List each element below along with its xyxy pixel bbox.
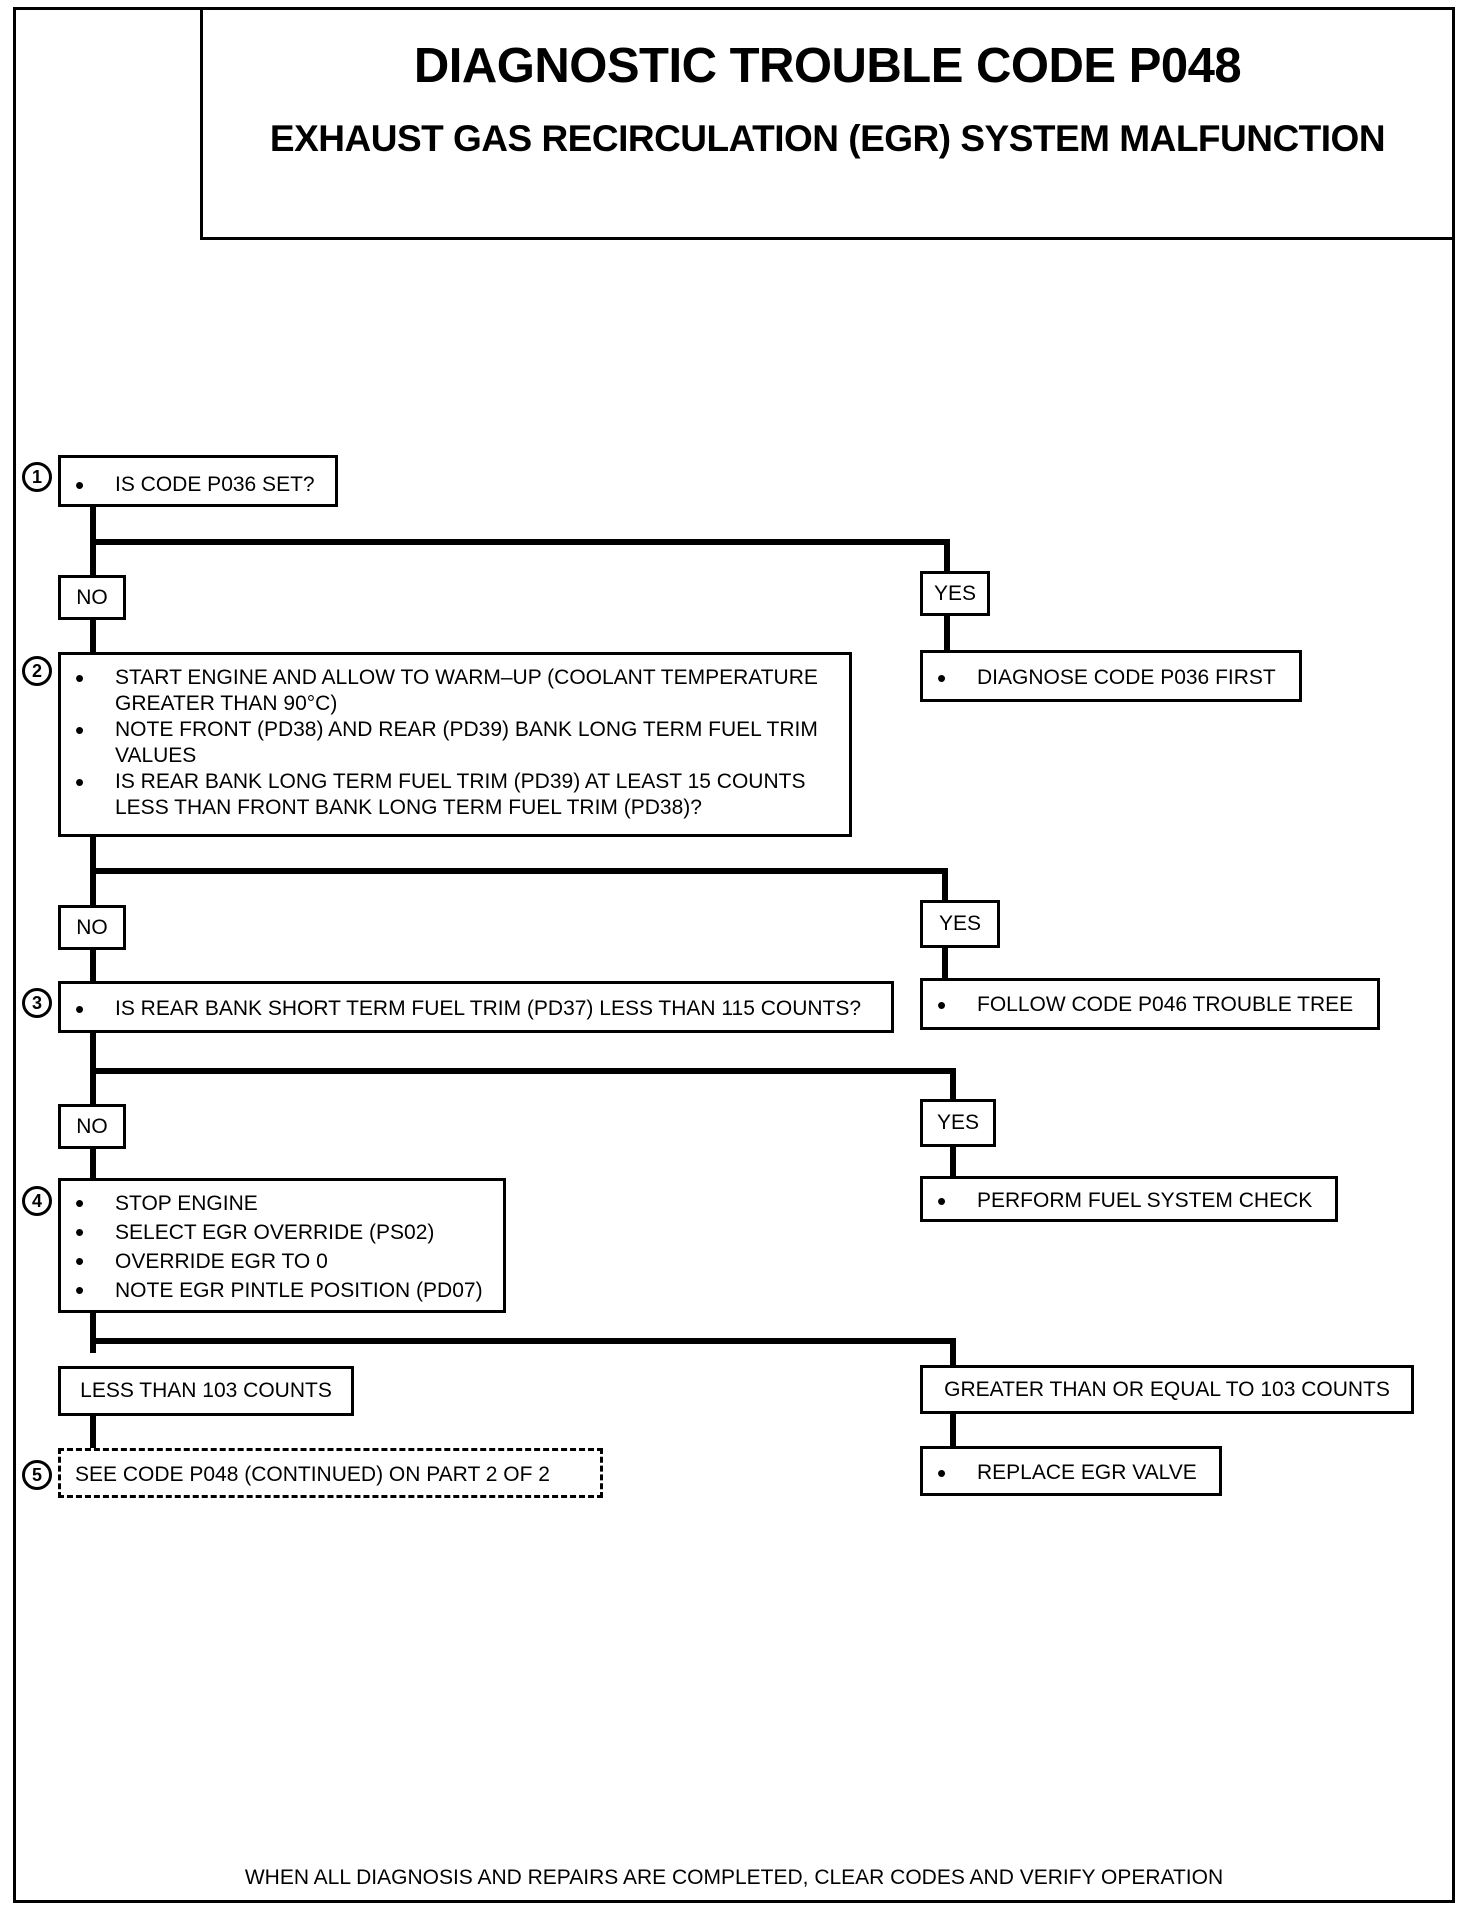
page-frame (13, 7, 1455, 1903)
connector (950, 1411, 956, 1448)
connector (944, 614, 950, 653)
connector (90, 947, 96, 984)
step-4-item: OVERRIDE EGR TO 0 (61, 1247, 503, 1276)
branch-yes-1: YES (920, 571, 990, 616)
connector (90, 505, 96, 588)
branch-greater-equal-103: GREATER THAN OR EQUAL TO 103 COUNTS (920, 1365, 1414, 1414)
connector (942, 944, 948, 982)
footer-note: WHEN ALL DIAGNOSIS AND REPAIRS ARE COMPL… (244, 1866, 1224, 1889)
step-5-box: SEE CODE P048 (CONTINUED) ON PART 2 OF 2 (58, 1448, 603, 1498)
connector (90, 868, 948, 874)
step-1-box: IS CODE P036 SET? (58, 455, 338, 507)
outcome-item: FOLLOW CODE P046 TROUBLE TREE (923, 992, 1377, 1018)
connector (90, 1413, 96, 1450)
step-number-3: 3 (22, 988, 52, 1018)
outcome-diagnose-p036: DIAGNOSE CODE P036 FIRST (920, 650, 1302, 702)
page-title: DIAGNOSTIC TROUBLE CODE P048 (413, 39, 1242, 93)
step-4-item: STOP ENGINE (61, 1189, 503, 1218)
branch-no-2: NO (58, 905, 126, 950)
step-number-4: 4 (22, 1186, 52, 1216)
page-subtitle: EXHAUST GAS RECIRCULATION (EGR) SYSTEM M… (269, 118, 1386, 159)
branch-no-1: NO (58, 575, 126, 620)
connector (950, 1144, 956, 1181)
step-1-item: IS CODE P036 SET? (61, 472, 335, 498)
outcome-item: REPLACE EGR VALVE (923, 1460, 1219, 1486)
step-4-box: STOP ENGINE SELECT EGR OVERRIDE (PS02) O… (58, 1178, 506, 1313)
branch-no-3: NO (58, 1104, 126, 1149)
step-number-2: 2 (22, 656, 52, 686)
outcome-item: DIAGNOSE CODE P036 FIRST (923, 665, 1299, 691)
outcome-replace-egr-valve: REPLACE EGR VALVE (920, 1446, 1222, 1496)
step-2-item: IS REAR BANK LONG TERM FUEL TRIM (PD39) … (61, 769, 849, 821)
title-box (200, 7, 1455, 240)
connector (90, 1310, 96, 1353)
step-4-item: SELECT EGR OVERRIDE (PS02) (61, 1218, 503, 1247)
step-3-box: IS REAR BANK SHORT TERM FUEL TRIM (PD37)… (58, 981, 894, 1033)
branch-less-than-103: LESS THAN 103 COUNTS (58, 1366, 354, 1416)
step-2-box: START ENGINE AND ALLOW TO WARM–UP (COOLA… (58, 652, 852, 837)
connector (90, 618, 96, 655)
step-2-item: START ENGINE AND ALLOW TO WARM–UP (COOLA… (61, 665, 849, 717)
outcome-fuel-system-check: PERFORM FUEL SYSTEM CHECK (920, 1176, 1338, 1222)
connector (944, 539, 950, 572)
connector (950, 1068, 956, 1100)
outcome-item: PERFORM FUEL SYSTEM CHECK (923, 1188, 1335, 1214)
branch-yes-3: YES (920, 1099, 996, 1147)
outcome-follow-p046: FOLLOW CODE P046 TROUBLE TREE (920, 978, 1380, 1030)
step-4-item: NOTE EGR PINTLE POSITION (PD07) (61, 1276, 503, 1305)
connector (90, 1146, 96, 1181)
connector (90, 539, 950, 545)
step-5-text: SEE CODE P048 (CONTINUED) ON PART 2 OF 2 (75, 1463, 550, 1486)
step-number-5: 5 (22, 1460, 52, 1490)
branch-yes-2: YES (920, 900, 1000, 948)
step-number-1: 1 (22, 462, 52, 492)
connector (90, 1068, 956, 1074)
connector (90, 1338, 956, 1344)
connector (950, 1338, 956, 1368)
connector (942, 868, 948, 902)
step-2-item: NOTE FRONT (PD38) AND REAR (PD39) BANK L… (61, 717, 849, 769)
step-3-item: IS REAR BANK SHORT TERM FUEL TRIM (PD37)… (61, 996, 891, 1022)
